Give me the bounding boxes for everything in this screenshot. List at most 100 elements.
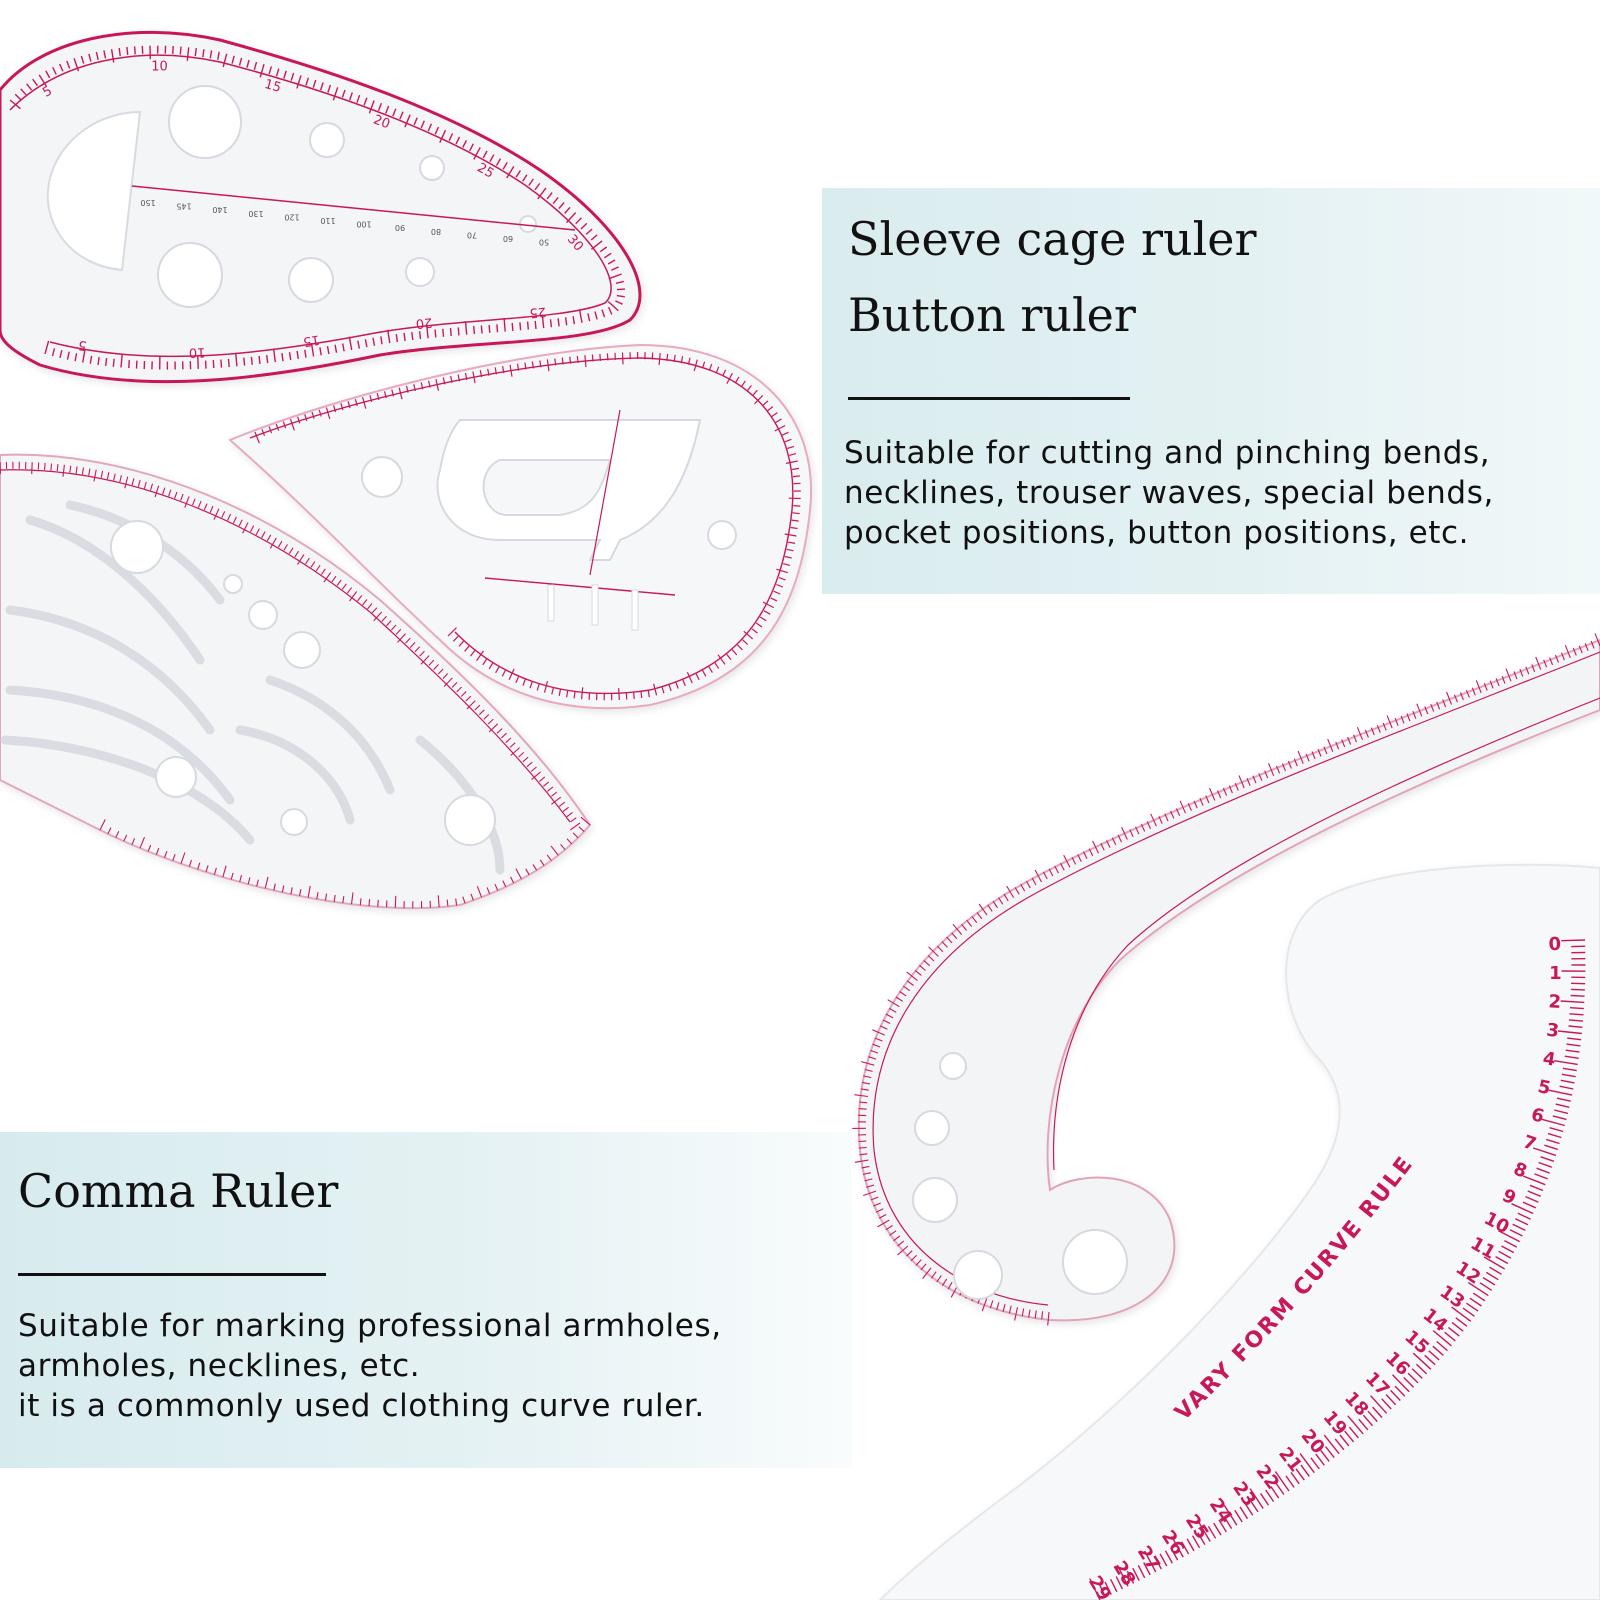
ruler-tick: [469, 143, 474, 152]
ruler-tick: [319, 347, 322, 356]
ruler-tick: [95, 51, 99, 60]
ruler-tick: [1300, 1464, 1310, 1477]
ruler-tick: [505, 737, 512, 744]
ruler-tick: [1590, 640, 1595, 649]
ruler-tick: [356, 94, 361, 103]
ruler-tick: [235, 352, 238, 367]
ruler-tick: [1453, 694, 1459, 703]
ruler-tick: [470, 650, 476, 657]
ruler-tick: [1381, 1398, 1392, 1410]
ruler-tick: [996, 1302, 1000, 1311]
ruler-tick: [509, 364, 513, 377]
ruler-tick: [573, 691, 576, 699]
ruler-tick: [420, 120, 425, 129]
ruler-tick: [549, 319, 553, 328]
ruler-tick: [566, 690, 569, 698]
ruler-number: 2: [1548, 991, 1562, 1013]
ruler-tick: [73, 58, 80, 72]
ruler-tick: [902, 985, 911, 992]
ruler-tick: [859, 1153, 868, 1156]
ruler-tick: [1146, 821, 1152, 830]
ruler-tick: [792, 475, 800, 478]
ruler-tick: [558, 688, 562, 697]
ruler-tick: [551, 796, 562, 805]
ruler-tick: [526, 761, 533, 768]
ruler-tick: [69, 465, 72, 473]
ruler-tick: [439, 129, 447, 143]
ruler-tick: [1021, 1308, 1025, 1317]
ruler-tick: [305, 557, 310, 565]
description-line: armholes, necklines, etc.: [18, 1348, 421, 1384]
ruler-tick: [347, 401, 351, 409]
ruler-tick: [180, 852, 186, 864]
ruler-tick: [1554, 1109, 1569, 1115]
ruler-tick: [1459, 692, 1464, 701]
ruler-tick: [947, 1281, 953, 1290]
ruler-tick: [971, 915, 978, 923]
ruler-tick: [726, 372, 733, 384]
ruler-tick: [1485, 1271, 1499, 1281]
ruler-tick: [133, 46, 136, 55]
ruler-tick: [1568, 1019, 1584, 1022]
ruler-tick: [687, 357, 691, 365]
ruler-tick: [26, 83, 33, 91]
ruler-tick: [708, 363, 713, 371]
ruler-tick: [495, 158, 502, 166]
ruler-tick: [1560, 652, 1565, 661]
ruler-tick: [239, 875, 243, 883]
ruler-number: 20: [415, 314, 433, 331]
ruler-tick: [368, 899, 371, 907]
ruler-tick: [606, 353, 609, 361]
ruler-tick: [385, 105, 390, 114]
ruler-tick: [616, 294, 625, 298]
ruler-tick: [476, 650, 484, 661]
ruler-tick: [927, 955, 935, 962]
ruler-tick: [403, 332, 406, 342]
ruler-tick: [1466, 1302, 1479, 1312]
ruler-tick: [1465, 689, 1470, 698]
ruler-tick: [899, 991, 907, 997]
ruler-tick: [298, 888, 302, 897]
ruler-tick: [633, 691, 635, 699]
ruler-tick: [1311, 751, 1316, 760]
ruler-tick: [615, 300, 623, 305]
ruler-tick: [1406, 713, 1411, 722]
ruler-tick: [1347, 736, 1352, 745]
ruler-tick: [174, 491, 178, 499]
ruler-tick: [387, 329, 391, 344]
ruler-tick: [966, 919, 973, 927]
ruler-tick: [434, 126, 440, 135]
ruler-tick: [1455, 1317, 1468, 1327]
ruler-tick: [651, 352, 654, 360]
ruler-tick: [726, 653, 732, 661]
ruler-tick: [987, 904, 993, 912]
ruler-tick: [1047, 1311, 1050, 1326]
ruler-tick: [261, 531, 266, 539]
ruler-tick: [1545, 1138, 1560, 1145]
ruler-tick: [496, 728, 503, 734]
sleeve-button-panel: Sleeve cage ruler Button ruler Suitable …: [822, 188, 1600, 594]
ruler-tick: [558, 801, 566, 807]
ruler-tick: [515, 170, 521, 178]
ruler-tick: [1403, 1377, 1415, 1388]
ruler-tick: [458, 640, 465, 647]
ruler-tick: [1121, 826, 1128, 840]
ruler-tick: [1367, 1410, 1378, 1423]
ruler-tick: [1364, 729, 1369, 738]
ruler-tick: [515, 868, 522, 880]
ruler-tick: [119, 475, 122, 483]
comma-ruler-left: [0, 453, 592, 910]
ruler-tick: [860, 1088, 869, 1091]
ruler-tick: [1116, 1564, 1129, 1587]
ruler-tick: [1564, 644, 1571, 659]
comma-ruler-panel: Comma Ruler Suitable for marking profess…: [0, 1132, 852, 1468]
ruler-tick: [213, 508, 220, 520]
ruler-tick: [864, 1068, 873, 1072]
ruler-tick: [1394, 1385, 1406, 1397]
ruler-tick: [1126, 1570, 1135, 1584]
ruler-tick: [618, 688, 620, 701]
ruler-tick: [376, 393, 380, 401]
ruler-tick: [266, 355, 269, 364]
ruler-tick: [770, 597, 778, 602]
ruler-tick: [786, 548, 794, 552]
